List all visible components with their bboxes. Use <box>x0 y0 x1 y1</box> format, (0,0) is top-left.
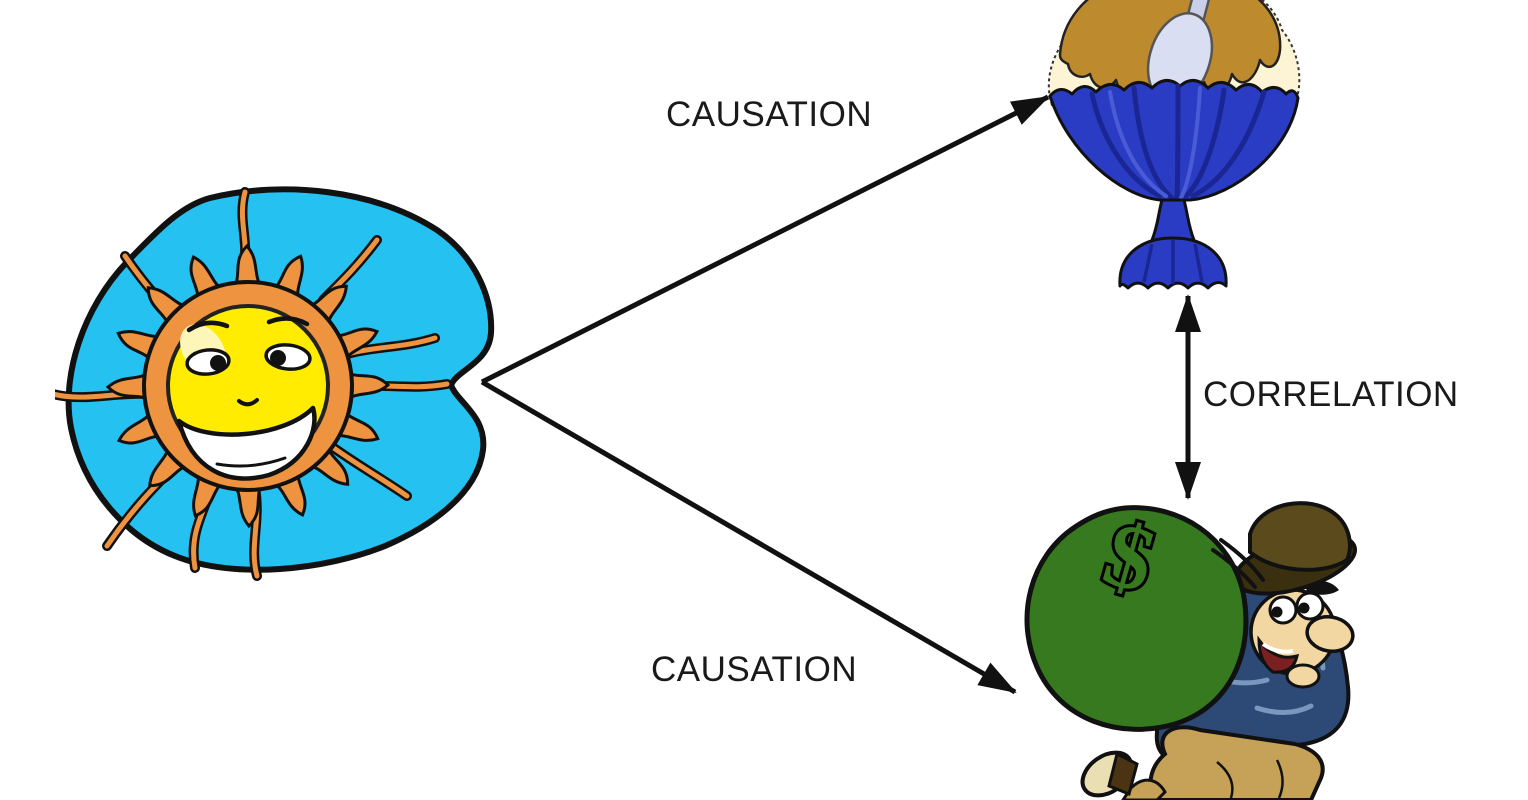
thief-eyes <box>1268 591 1325 625</box>
causation-arrow-top <box>480 94 1050 385</box>
cup-flutes <box>1089 83 1267 201</box>
thief-teeth <box>1261 642 1294 654</box>
thief-nose <box>1305 615 1355 653</box>
raised-boot <box>1080 750 1167 800</box>
correlation-label: CORRELATION <box>1203 375 1459 414</box>
base-flutes <box>1142 240 1204 284</box>
thief-hand <box>1285 663 1321 689</box>
causation-bottom-label: CAUSATION <box>651 650 858 689</box>
bag-tie <box>1211 538 1265 589</box>
causation-top-label: CAUSATION <box>666 95 873 134</box>
ice-cream-sundae-illustration <box>1047 0 1301 290</box>
pants-creases <box>1216 759 1284 799</box>
cup-flute-highlights <box>1108 86 1202 200</box>
smiling-sun-illustration <box>55 186 495 590</box>
pants <box>1148 725 1325 800</box>
thief-hat <box>1233 501 1357 596</box>
thief-money-bag-illustration: $ <box>1024 499 1357 800</box>
sun-face-features <box>176 316 317 481</box>
causation-arrow-bottom <box>480 379 1017 695</box>
